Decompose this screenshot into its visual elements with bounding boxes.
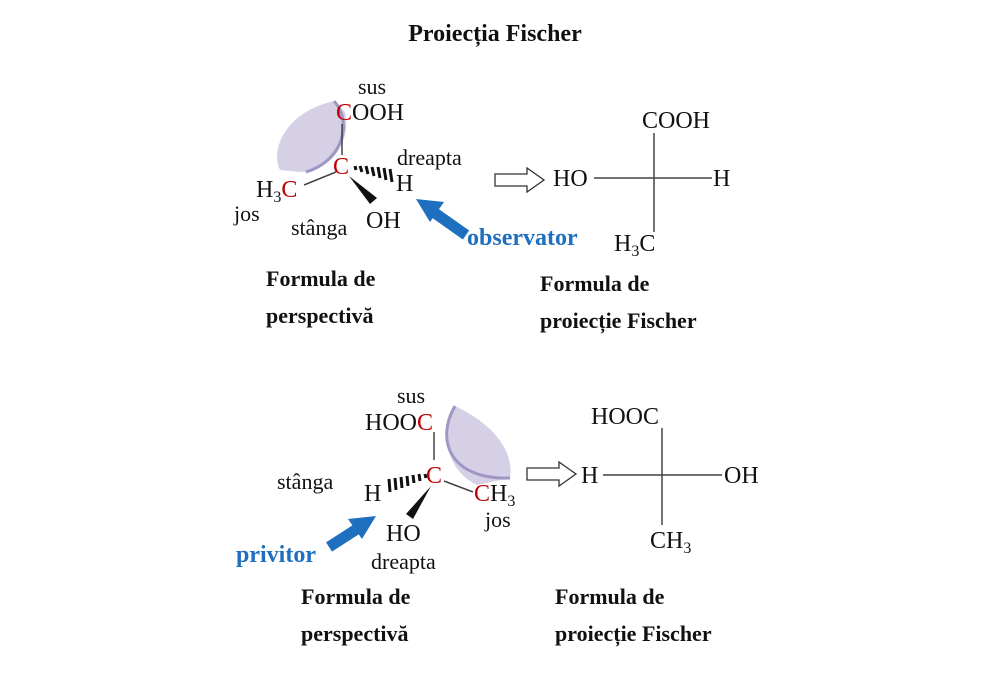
top-conversion-arrow xyxy=(494,166,546,194)
top-perspective-lens-arc xyxy=(305,99,345,174)
bottom-group-top-carbon: C xyxy=(417,410,433,436)
top-right-h: H xyxy=(396,171,413,197)
top-dir-up: sus xyxy=(358,74,386,99)
bottom-fischer-caption-line2: proiecție Fischer xyxy=(555,621,712,647)
page-title: Proiecția Fischer xyxy=(408,21,582,47)
bottom-fischer-right: OH xyxy=(724,463,759,489)
top-left-h: H xyxy=(256,177,273,203)
top-perspective-caption-line2: perspectivă xyxy=(266,303,374,328)
bottom-left-h: H xyxy=(364,481,381,507)
top-left-sub: 3 xyxy=(273,189,281,206)
top-center-carbon: C xyxy=(333,154,349,180)
bottom-fischer-bottom-ch: CH xyxy=(650,528,683,554)
bottom-right-group: CH3 xyxy=(474,481,515,510)
bottom-bottom-ho: HO xyxy=(386,521,421,547)
bottom-fischer-caption-line1: Formula de xyxy=(555,584,665,609)
bottom-dir-up: sus xyxy=(397,383,425,408)
bottom-right-h: H xyxy=(490,481,507,507)
bottom-conversion-arrow xyxy=(526,460,578,488)
top-wedge-bond xyxy=(349,176,377,204)
bottom-observer-arrow xyxy=(326,516,376,552)
top-group-top: COOH xyxy=(336,100,404,126)
bottom-perspective-caption-line1: Formula de xyxy=(301,584,411,609)
bottom-wedge-bond xyxy=(406,486,431,519)
bottom-right-carbon: C xyxy=(474,481,490,507)
bottom-hashed-bond xyxy=(387,473,428,493)
bottom-perspective-formula: sus HOOC stânga C H CH3 jos HO dreapta xyxy=(277,383,515,574)
top-fischer-bottom: H3C xyxy=(614,231,655,260)
bottom-group-top: HOOC xyxy=(365,410,433,436)
top-fischer-bottom-sub: 3 xyxy=(631,243,639,260)
top-fischer-bottom-h: H xyxy=(614,231,631,257)
top-fischer-top: COOH xyxy=(642,108,710,134)
bottom-fischer-top: HOOC xyxy=(591,404,659,430)
top-bottom-oh: OH xyxy=(366,208,401,234)
bottom-group-top-rest: HOO xyxy=(365,410,417,436)
bottom-fischer-bottom: CH3 xyxy=(650,528,691,557)
top-dir-right: dreapta xyxy=(397,145,462,170)
bottom-right-sub: 3 xyxy=(507,493,515,510)
bottom-dir-down: jos xyxy=(484,507,511,532)
top-dir-down: jos xyxy=(233,201,260,226)
top-fischer-left: HO xyxy=(553,166,588,192)
top-fischer-caption-line1: Formula de xyxy=(540,271,650,296)
top-perspective-caption-line1: Formula de xyxy=(266,266,376,291)
bottom-dir-right: dreapta xyxy=(371,549,436,574)
bottom-perspective-caption-line2: perspectivă xyxy=(301,621,409,646)
top-group-top-carbon: C xyxy=(336,100,352,126)
top-fischer-projection: COOH HO H H3C xyxy=(553,108,730,260)
top-hashed-bond xyxy=(353,165,394,183)
bottom-fischer-projection: HOOC H OH CH3 xyxy=(581,404,759,557)
top-group-top-rest: OOH xyxy=(352,100,404,126)
top-dir-left: stânga xyxy=(291,215,347,240)
top-left-group: H3C xyxy=(256,177,297,206)
bottom-fischer-bottom-sub: 3 xyxy=(683,540,691,557)
bottom-observer-label: privitor xyxy=(236,542,316,568)
top-fischer-bottom-c: C xyxy=(639,231,655,257)
bottom-bond-right xyxy=(443,480,474,493)
top-observer-label: observator xyxy=(467,225,578,251)
top-fischer-caption-line2: proiecție Fischer xyxy=(540,308,697,334)
top-fischer-right: H xyxy=(713,166,730,192)
bottom-fischer-left: H xyxy=(581,463,598,489)
bottom-perspective-lens-arc xyxy=(445,405,511,480)
top-perspective-lens xyxy=(277,101,347,172)
bottom-center-carbon: C xyxy=(426,463,442,489)
bottom-dir-left: stânga xyxy=(277,469,333,494)
top-bond-left xyxy=(303,171,337,186)
top-perspective-formula: sus COOH dreapta C H H3C jos OH stânga xyxy=(233,74,462,240)
top-observer-arrow xyxy=(416,199,470,240)
top-left-carbon: C xyxy=(281,177,297,203)
